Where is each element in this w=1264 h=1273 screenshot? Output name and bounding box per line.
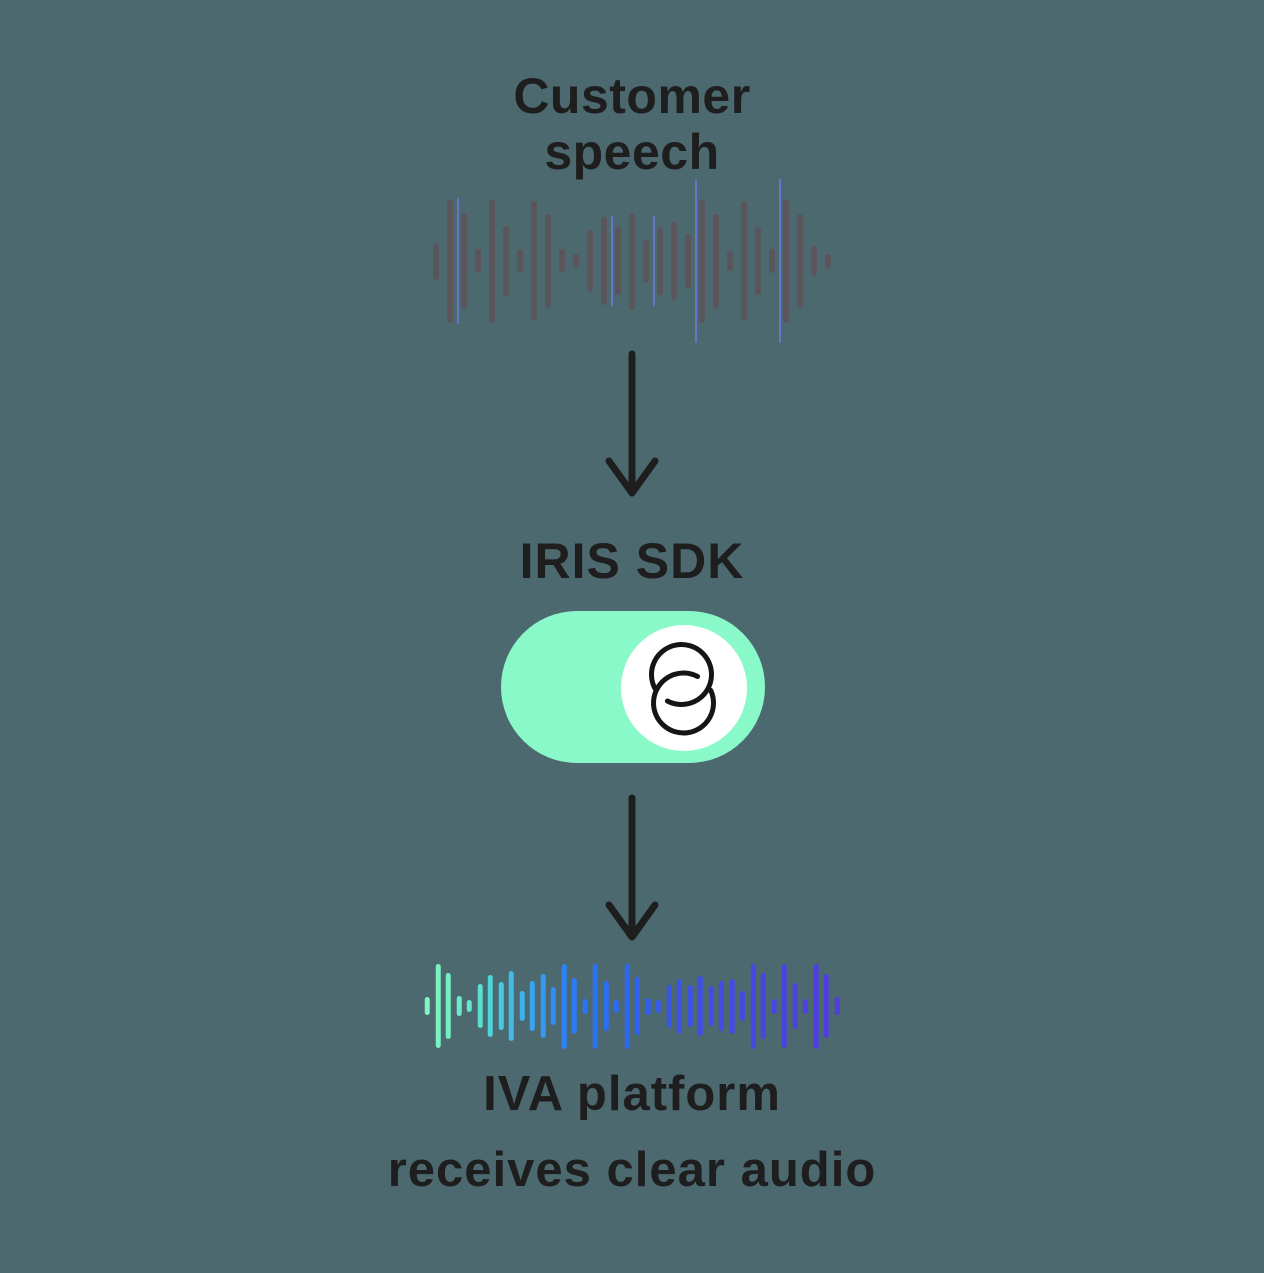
- clean-waveform-bar: [435, 964, 441, 1048]
- noisy-waveform-bar: [517, 249, 523, 273]
- noisy-waveform-bar: [797, 214, 803, 308]
- iris-sdk-toggle: [501, 611, 765, 763]
- clean-waveform-bar: [571, 978, 577, 1034]
- clean-waveform-bar: [760, 973, 766, 1039]
- noisy-waveform-bar: [713, 214, 719, 308]
- noisy-waveform-bar: [695, 179, 705, 343]
- clean-waveform-bar: [456, 996, 462, 1016]
- noisy-waveform-bar: [741, 201, 747, 321]
- noisy-waveform-bar: [601, 217, 607, 305]
- clean-waveform-bar: [592, 963, 598, 1049]
- iva-platform-caption: IVA platform receives clear audio: [0, 1056, 1264, 1208]
- clean-waveform-bar: [487, 975, 493, 1037]
- clean-waveform-bar: [645, 997, 651, 1015]
- caption-line-2: receives clear audio: [387, 1143, 877, 1197]
- clean-waveform-bar: [529, 981, 535, 1031]
- noisy-waveform-bar: [457, 197, 467, 325]
- caption-line-1: IVA platform: [483, 1067, 781, 1121]
- noisy-waveform-accent-line: [695, 179, 697, 343]
- noisy-waveform-bar: [769, 249, 775, 273]
- clean-waveform-bar: [508, 971, 514, 1041]
- clean-waveform-bar: [498, 982, 504, 1030]
- clean-waveform-bar: [666, 984, 672, 1028]
- customer-speech-title: Customer speech: [0, 68, 1264, 180]
- clean-waveform-bar: [739, 991, 745, 1021]
- arrow-down-icon: [605, 794, 659, 941]
- noisy-waveform-bar: [503, 225, 509, 297]
- noisy-waveform-bar: [727, 251, 733, 271]
- noisy-waveform-bar: [611, 216, 621, 306]
- clean-waveform-bar: [655, 999, 661, 1013]
- clean-waveform-bar: [802, 998, 808, 1014]
- customer-speech-waveform-icon: [433, 179, 831, 343]
- noisy-waveform-accent-line: [611, 216, 613, 306]
- clean-waveform-bar: [781, 964, 787, 1048]
- clean-waveform-bar: [750, 963, 756, 1049]
- clean-waveform-bar: [697, 976, 703, 1036]
- clean-waveform-bar: [477, 984, 483, 1028]
- noisy-waveform-accent-line: [457, 197, 459, 325]
- clean-audio-waveform-icon: [424, 962, 840, 1050]
- noisy-waveform-bar: [811, 246, 817, 276]
- noisy-waveform-bar: [587, 230, 593, 292]
- noisy-waveform-bar: [825, 254, 831, 268]
- clean-waveform-bar: [708, 986, 714, 1026]
- clean-waveform-bar: [676, 978, 682, 1034]
- clean-waveform-bar: [624, 963, 630, 1049]
- clean-waveform-bar: [603, 981, 609, 1031]
- noisy-waveform-bar: [573, 254, 579, 268]
- noisy-waveform-bar: [779, 179, 789, 343]
- noisy-waveform-bar: [545, 214, 551, 308]
- clean-waveform-bar: [550, 987, 556, 1025]
- noisy-waveform-bar: [629, 212, 635, 310]
- iris-logo-icon: [649, 642, 717, 736]
- noisy-waveform-accent-line: [779, 179, 781, 343]
- clean-waveform-bar: [813, 963, 819, 1049]
- noisy-waveform-bar: [671, 222, 677, 300]
- noisy-waveform-bar: [475, 249, 481, 273]
- clean-waveform-bar: [718, 981, 724, 1031]
- clean-waveform-bar: [466, 1000, 472, 1012]
- clean-waveform-bar: [823, 974, 829, 1038]
- noisy-waveform-bar: [489, 199, 495, 323]
- noisy-waveform-bar: [433, 242, 439, 280]
- clean-waveform-bar: [424, 997, 430, 1015]
- clean-waveform-bar: [687, 985, 693, 1027]
- toggle-knob: [621, 625, 747, 751]
- clean-waveform-bar: [582, 998, 588, 1014]
- noisy-waveform-bar: [755, 227, 761, 295]
- clean-waveform-bar: [792, 983, 798, 1029]
- clean-waveform-bar: [445, 973, 451, 1039]
- noisy-waveform-bar: [531, 201, 537, 321]
- clean-waveform-bar: [834, 997, 840, 1015]
- title-line-1: Customer: [513, 68, 751, 124]
- noisy-waveform-bar: [643, 239, 649, 283]
- clean-waveform-bar: [540, 974, 546, 1038]
- arrow-down-icon: [605, 350, 659, 497]
- clean-waveform-bar: [729, 978, 735, 1034]
- noisy-waveform-bar: [685, 234, 691, 288]
- clean-waveform-bar: [634, 977, 640, 1035]
- noisy-waveform-bar: [653, 216, 663, 306]
- clean-waveform-bar: [771, 998, 777, 1014]
- clean-waveform-bar: [519, 991, 525, 1021]
- noisy-waveform-bar: [447, 199, 453, 323]
- clean-waveform-bar: [613, 999, 619, 1013]
- clean-waveform-bar: [561, 963, 567, 1049]
- title-line-2: speech: [544, 124, 720, 180]
- noisy-waveform-bar: [559, 249, 565, 273]
- noisy-waveform-accent-line: [653, 216, 655, 306]
- iris-sdk-label: IRIS SDK: [519, 533, 745, 589]
